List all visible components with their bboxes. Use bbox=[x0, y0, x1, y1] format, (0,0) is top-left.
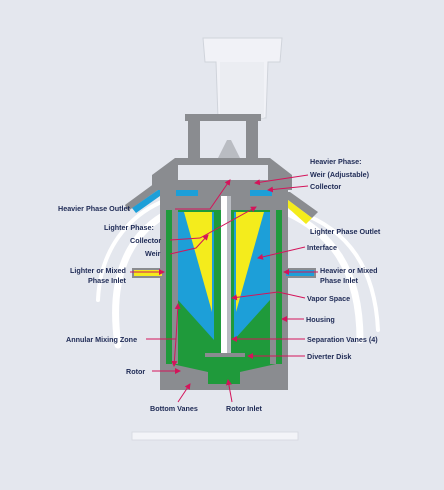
label-annular-mixing-zone: Annular Mixing Zone bbox=[66, 335, 137, 344]
label-heavier-phase: Heavier Phase: bbox=[310, 157, 362, 166]
label-separation-vanes: Separation Vanes (4) bbox=[307, 335, 378, 344]
label-lighter-phase-outlet: Lighter Phase Outlet bbox=[310, 227, 381, 236]
label-rotor: Rotor bbox=[126, 367, 145, 376]
label-collector-right: Collector bbox=[310, 182, 341, 191]
label-weir-adjustable: Weir (Adjustable) bbox=[310, 170, 370, 179]
label-lighter-phase: Lighter Phase: bbox=[104, 223, 154, 232]
motor-ghost bbox=[203, 38, 282, 118]
label-diverter-disk: Diverter Disk bbox=[307, 352, 351, 361]
label-lighter-mixed-inlet-2: Phase Inlet bbox=[88, 276, 127, 285]
label-heavier-mixed-inlet-1: Heavier or Mixed bbox=[320, 266, 378, 275]
label-heavier-mixed-inlet-2: Phase Inlet bbox=[320, 276, 359, 285]
label-bottom-vanes: Bottom Vanes bbox=[150, 404, 198, 413]
label-weir-left: Weir bbox=[145, 249, 161, 258]
label-heavier-phase-outlet: Heavier Phase Outlet bbox=[58, 204, 131, 213]
label-rotor-inlet: Rotor Inlet bbox=[226, 404, 263, 413]
stand-ghost bbox=[132, 432, 298, 440]
label-collector-left: Collector bbox=[130, 236, 161, 245]
label-vapor-space: Vapor Space bbox=[307, 294, 350, 303]
label-interface: Interface bbox=[307, 243, 337, 252]
label-lighter-mixed-inlet-1: Lighter or Mixed bbox=[70, 266, 126, 275]
housing-upper bbox=[152, 114, 292, 190]
label-housing: Housing bbox=[306, 315, 335, 324]
housing-body bbox=[160, 190, 288, 390]
